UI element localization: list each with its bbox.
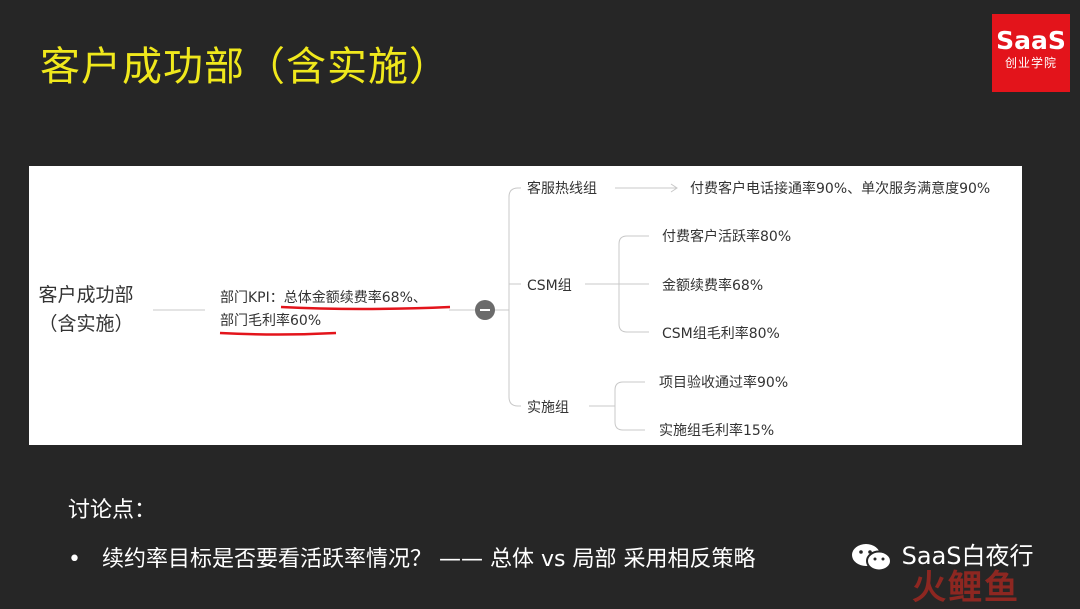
collapse-icon[interactable] [475,300,495,320]
root-line-1: 客户成功部 [38,284,134,306]
csm-item-renewal-rate: 金额续费率68% [662,278,764,294]
mindmap-panel: 客户成功部 （含实施） 部门KPI：总体金额续费率68%、 部门毛利率60% 客… [29,166,1022,445]
wechat-icon [852,544,892,572]
saas-logo: SaaS 创业学院 [992,14,1070,92]
wechat-account-name: SaaS白夜行 [901,542,1034,570]
kpi-renewal-rate: 总体金额续费率68%、 [283,290,427,306]
impl-item-acceptance-rate: 项目验收通过率90% [659,375,789,391]
bullet-symbol: • [68,547,81,572]
hotline-item: 付费客户电话接通率90%、单次服务满意度90% [690,181,991,197]
kpi-prefix: 部门KPI： [220,290,284,306]
department-kpi: 部门KPI：总体金额续费率68%、 部门毛利率60% [220,287,427,333]
mindmap-root: 客户成功部 （含实施） [31,281,141,339]
logo-sub-text: 创业学院 [1004,56,1057,70]
slide-title: 客户成功部（含实施） [40,44,450,90]
mindmap-connectors [153,183,678,431]
bullet-text: 续约率目标是否要看活跃率情况？ —— 总体 vs 局部 采用相反策略 [102,547,756,572]
group-hotline: 客服热线组 [527,181,597,197]
kpi-underline-2 [219,331,337,336]
connector-hotline [508,187,521,310]
group-implementation: 实施组 [527,400,569,416]
wechat-account: SaaS白夜行 [850,536,1034,572]
connector-impl [508,310,521,407]
kpi-gross-margin: 部门毛利率60% [220,313,322,329]
csm-item-active-rate: 付费客户活跃率80% [662,229,792,245]
csm-item-gross-margin: CSM组毛利率80% [662,326,780,342]
discussion-bullet: • 续约率目标是否要看活跃率情况？ —— 总体 vs 局部 采用相反策略 [68,541,755,573]
logo-main-text: SaaS [996,26,1066,55]
kpi-underline-1 [280,305,451,311]
watermark-logo: 火鲤鱼 [912,568,1020,608]
discussion-heading: 讨论点： [68,498,157,523]
impl-item-gross-margin: 实施组毛利率15% [659,423,775,439]
group-csm: CSM组 [527,278,572,294]
root-line-2: （含实施） [38,313,134,335]
